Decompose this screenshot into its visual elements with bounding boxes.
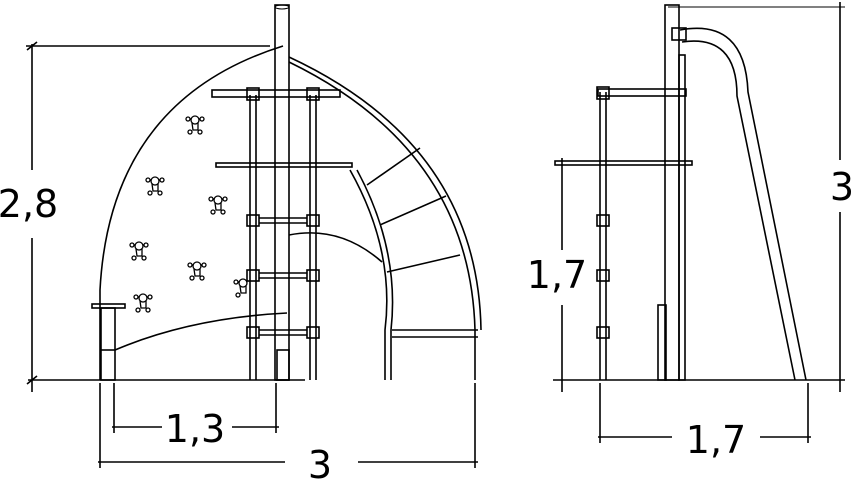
depth-label: 1,7 <box>686 418 746 462</box>
platform-height-label: 1,7 <box>527 253 587 297</box>
side-view: 1,7 3 1,7 <box>527 2 853 462</box>
climbing-holds <box>129 115 248 313</box>
platform <box>215 162 353 168</box>
ladder <box>211 87 341 380</box>
side-ladder <box>596 86 687 381</box>
slide-curve <box>288 232 383 263</box>
total-width-dimension: 3 <box>98 383 478 487</box>
height-label: 2,8 <box>0 182 58 226</box>
height-dimension: 2,8 <box>0 41 270 392</box>
front-view: 2,8 <box>0 4 482 487</box>
side-platform <box>554 160 693 166</box>
inner-arch <box>349 169 388 380</box>
total-width-label: 3 <box>308 443 332 487</box>
bench <box>91 303 290 381</box>
depth-dimension: 1,7 <box>598 383 811 462</box>
outer-arch <box>288 61 476 380</box>
total-height-label: 3 <box>830 165 853 209</box>
total-height-dimension: 3 <box>830 2 853 392</box>
side-main-pole <box>664 4 680 381</box>
main-pole <box>274 4 290 381</box>
inner-width-label: 1,3 <box>165 407 225 451</box>
arch-rungs <box>366 147 478 338</box>
slide-side <box>679 27 807 381</box>
side-height-dimension: 1,7 <box>527 158 587 392</box>
climbing-wall-edge <box>99 45 284 380</box>
wall-lower-edge <box>114 312 288 351</box>
inner-width-dimension: 1,3 <box>112 383 279 451</box>
